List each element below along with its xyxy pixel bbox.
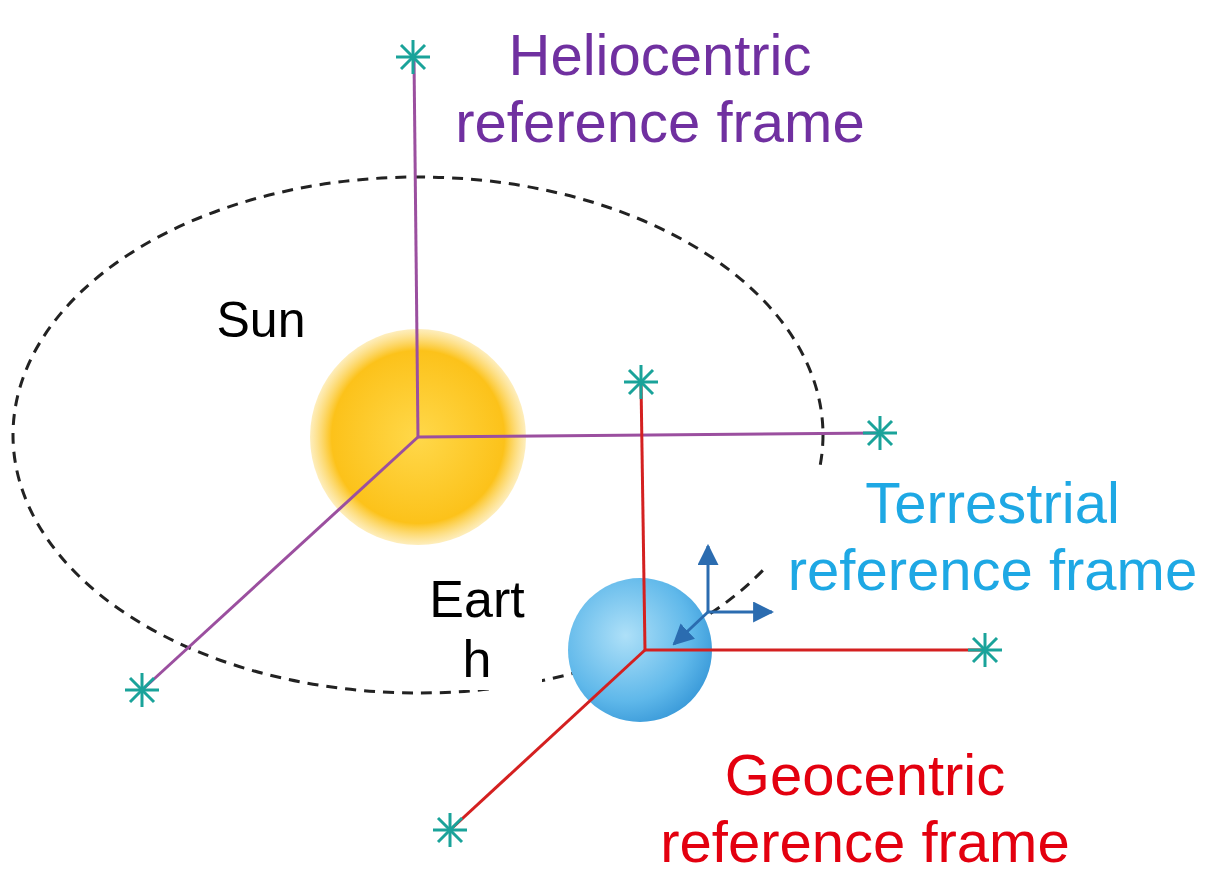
frame-label: Geocentric reference frame xyxy=(640,742,1090,875)
star-symbol xyxy=(125,673,159,707)
star-symbol xyxy=(433,813,467,847)
body-label: Sun xyxy=(196,292,326,350)
star-symbol xyxy=(968,633,1002,667)
body-label: Eart h xyxy=(412,570,542,690)
terrestrial-axes xyxy=(674,546,772,644)
frame-label: Terrestrial reference frame xyxy=(765,470,1220,603)
star-symbol xyxy=(624,365,658,399)
star-symbol xyxy=(396,40,430,74)
star-symbol xyxy=(863,416,897,450)
frame-label: Heliocentric reference frame xyxy=(430,22,890,155)
